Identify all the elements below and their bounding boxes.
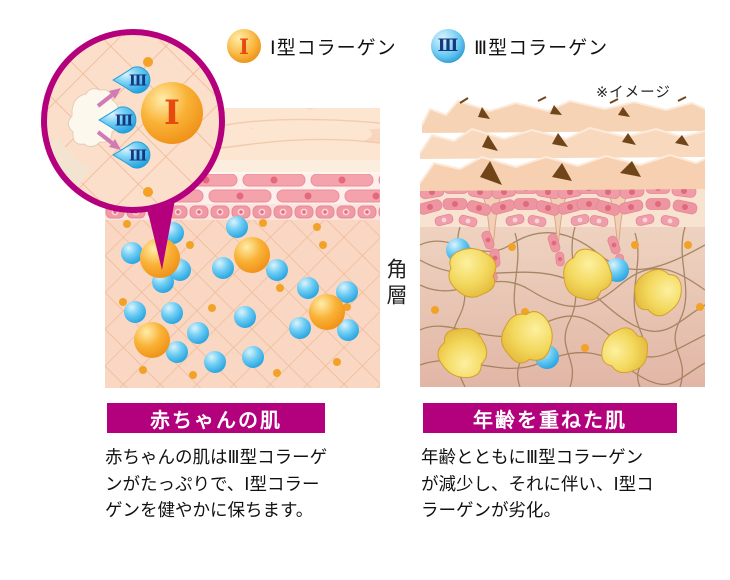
wrinkle-cracks xyxy=(478,105,689,185)
collagen-fragments-dots xyxy=(431,241,704,352)
collagen-magnifier-inset: Ⅰ Ⅲ Ⅲ Ⅲ xyxy=(41,29,225,270)
secretion-arrows xyxy=(96,88,121,150)
type1-symbol: Ⅰ xyxy=(164,93,180,133)
type3-collagen-droplets: Ⅲ Ⅲ Ⅲ xyxy=(98,66,151,169)
aged-skin-illustration xyxy=(420,96,705,387)
collagen-fragments-dots xyxy=(119,219,351,379)
image-disclaimer-note: ※イメージ xyxy=(596,85,671,101)
aged-skin-surface xyxy=(420,96,705,191)
aged-cells xyxy=(420,182,698,282)
aged-skin-description: 年齢とともにⅢ型コラーゲン が減少し、それに伴い、Ⅰ型コ ラーゲンが劣化。 xyxy=(421,447,654,521)
aged-skin-banner: 年齢を重ねた肌 xyxy=(423,403,677,433)
surface-crack-ticks xyxy=(459,96,687,104)
type3-symbol: Ⅲ xyxy=(129,72,147,90)
baby-skin-banner: 赤ちゃんの肌 xyxy=(107,403,325,433)
type1-collagen-ball-large: Ⅰ xyxy=(141,82,203,144)
type1-collagen-balls xyxy=(134,237,345,358)
degraded-type1-collagen-blobs xyxy=(437,248,682,379)
magnifier-pointer xyxy=(144,194,176,270)
legend-type3-label: Ⅲ型コラーゲン xyxy=(474,37,609,59)
legend-type1-label: Ⅰ型コラーゲン xyxy=(270,37,397,59)
type3-collagen-balls xyxy=(121,216,359,373)
legend-type1: Ⅰ Ⅰ型コラーゲン xyxy=(227,29,397,63)
baby-skin-description: 赤ちゃんの肌はⅢ型コラーゲ ンがたっぷりで、Ⅰ型コラー ゲンを健やかに保ちます。 xyxy=(105,447,328,521)
type3-symbol: Ⅲ xyxy=(115,112,133,130)
type1-collagen-icon: Ⅰ xyxy=(227,29,261,63)
legend-type3: Ⅲ Ⅲ型コラーゲン xyxy=(431,29,608,63)
stratum-corneum-label: 角層 xyxy=(384,258,407,310)
type3-symbol: Ⅲ xyxy=(129,147,147,165)
type3-collagen-icon: Ⅲ xyxy=(431,29,465,63)
